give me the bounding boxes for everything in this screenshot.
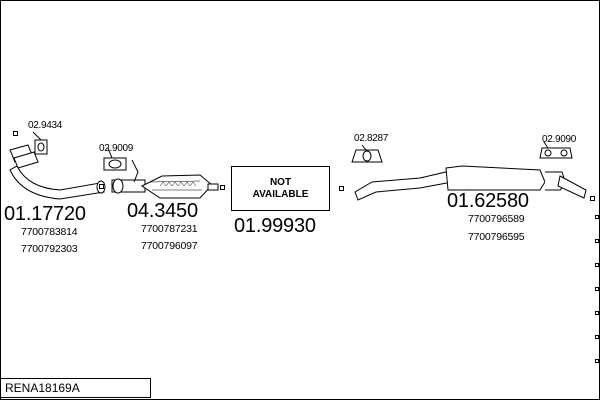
connector-mark <box>339 186 344 191</box>
clamp-icon <box>32 131 48 155</box>
not-available-box: NOT AVAILABLE <box>231 166 330 211</box>
part-number: 01.62580 <box>447 190 529 212</box>
reference-code: RENA18169A <box>5 381 80 395</box>
clamp-label: 02.9434 <box>28 120 63 131</box>
catalytic-converter-icon <box>111 174 219 199</box>
connector-mark <box>590 196 595 201</box>
gasket-icon <box>103 147 139 183</box>
part-number: 01.17720 <box>4 203 86 225</box>
oe-number: 7700787231 <box>141 223 198 235</box>
rubber-hanger-icon <box>539 141 573 159</box>
scale-tick <box>595 359 599 363</box>
not-available-text: NOT AVAILABLE <box>252 176 309 200</box>
scale-tick <box>595 215 599 219</box>
scale-tick <box>595 311 599 315</box>
oe-number: 7700796589 <box>468 213 525 225</box>
clamp-icon <box>351 144 383 163</box>
connector-mark <box>99 184 104 189</box>
front-pipe-icon <box>9 144 106 200</box>
oe-number: 7700783814 <box>21 226 78 238</box>
part-number: 01.99930 <box>234 215 316 237</box>
gasket-label: 02.9009 <box>99 143 134 154</box>
hanger-label: 02.9090 <box>542 134 577 145</box>
oe-number: 7700792303 <box>21 243 78 255</box>
clamp-label: 02.8287 <box>354 133 389 144</box>
connector-mark <box>220 185 225 190</box>
scale-tick <box>595 287 599 291</box>
scale-tick <box>595 263 599 267</box>
oe-number: 7700796595 <box>468 231 525 243</box>
rear-silencer-section-icon <box>354 165 587 201</box>
oe-number: 7700796097 <box>141 240 198 252</box>
scale-tick <box>595 335 599 339</box>
connector-mark <box>13 131 18 136</box>
part-number: 04.3450 <box>127 200 198 222</box>
reference-box: RENA18169A <box>0 378 151 398</box>
scale-tick <box>595 239 599 243</box>
